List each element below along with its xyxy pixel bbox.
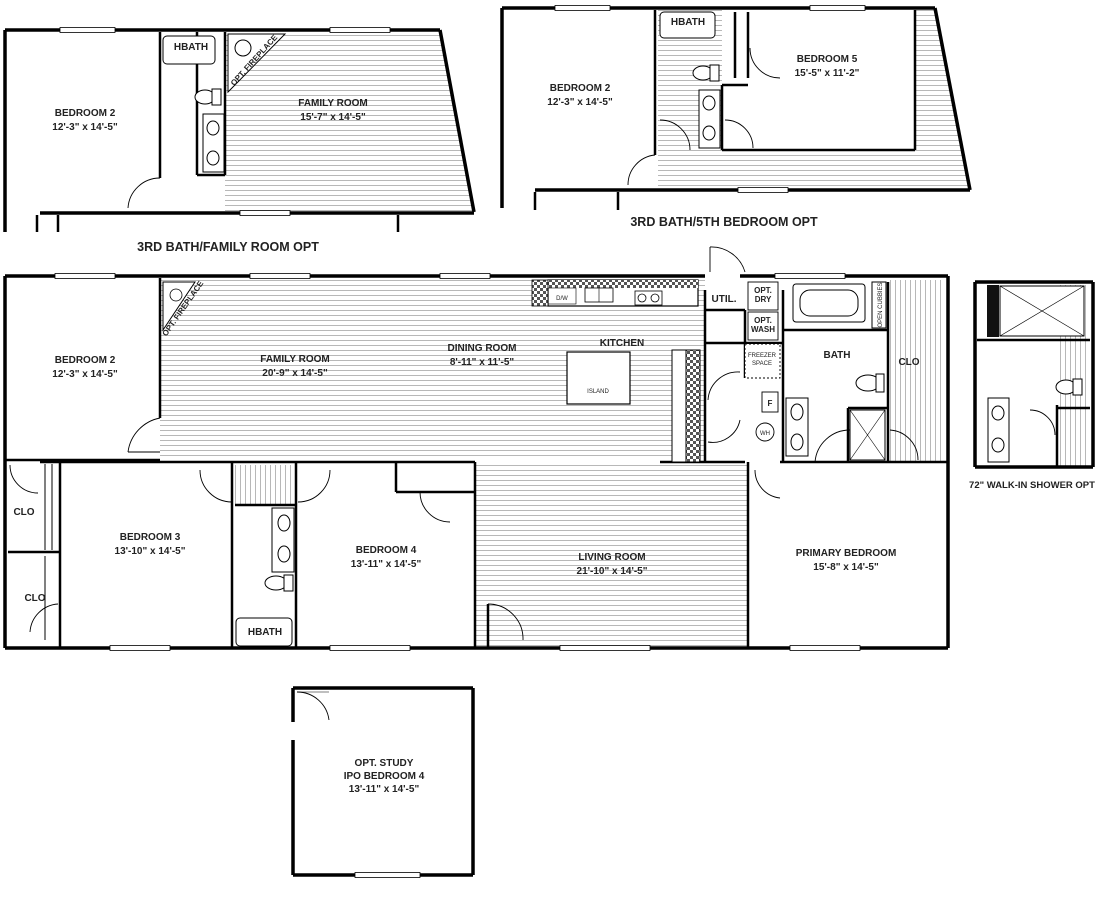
hbath-label-main: HBATH bbox=[248, 627, 282, 638]
washer-label-line2: WASH bbox=[751, 325, 775, 334]
freezer-label-line2: SPACE bbox=[752, 361, 772, 367]
living-room-floor bbox=[475, 465, 747, 647]
option-3rd-bath-5th-bedroom bbox=[500, 5, 972, 210]
furnace-box bbox=[761, 391, 779, 413]
bedroom-2-name: BEDROOM 2 bbox=[55, 355, 116, 366]
open-cubbies-label: OPEN CUBBIES bbox=[878, 282, 884, 327]
living-room-size: 21'-10" x 14'-5" bbox=[577, 566, 648, 577]
family-room-name: FAMILY ROOM bbox=[260, 354, 329, 365]
bedroom-4-size: 13'-11" x 14'-5" bbox=[351, 559, 422, 570]
bedroom-3-name: BEDROOM 3 bbox=[120, 532, 181, 543]
kitchen-island bbox=[566, 351, 631, 405]
clo-label-primary: CLO bbox=[898, 357, 919, 368]
dining-room-size: 8'-11" x 11'-5" bbox=[450, 357, 515, 368]
dishwasher-label: D/W bbox=[556, 296, 568, 302]
island-label: ISLAND bbox=[587, 389, 609, 395]
option-study bbox=[291, 686, 475, 878]
dryer-label-line2: DRY bbox=[755, 295, 772, 304]
primary-bath-label: BATH bbox=[823, 350, 850, 361]
study-size: 13'-11" x 14'-5" bbox=[349, 784, 420, 795]
primary-bedroom-size: 15'-8" x 14'-5" bbox=[813, 562, 879, 573]
clo-label-2: CLO bbox=[24, 593, 45, 604]
furnace-label: F bbox=[768, 399, 773, 408]
option-3rd-bath-family-room bbox=[3, 27, 476, 232]
study-name-line2: IPO BEDROOM 4 bbox=[344, 771, 425, 782]
opt2-caption: 3RD BATH/5TH BEDROOM OPT bbox=[630, 215, 818, 229]
opt1-bedroom-2-name: BEDROOM 2 bbox=[55, 108, 116, 119]
kitchen-name: KITCHEN bbox=[600, 338, 644, 349]
opt2-bedroom-2-name: BEDROOM 2 bbox=[550, 83, 611, 94]
bedroom-5-name: BEDROOM 5 bbox=[797, 54, 858, 65]
dryer-label-line1: OPT. bbox=[754, 286, 772, 295]
closet-floor bbox=[888, 280, 945, 462]
freezer-label-line1: FREEZER bbox=[748, 353, 777, 359]
util-label: UTIL. bbox=[712, 294, 737, 305]
shower-bench-icon bbox=[987, 285, 999, 337]
opt2-bedroom-2-size: 12'-3" x 14'-5" bbox=[547, 97, 613, 108]
hall-floor bbox=[235, 465, 295, 505]
opt1-caption: 3RD BATH/FAMILY ROOM OPT bbox=[137, 240, 319, 254]
dining-room-name: DINING ROOM bbox=[448, 343, 517, 354]
bedroom-4-name: BEDROOM 4 bbox=[356, 545, 417, 556]
opt1-family-room-size: 15'-7" x 14'-5" bbox=[300, 112, 366, 123]
study-name-line1: OPT. STUDY bbox=[355, 758, 414, 769]
opt2-hbath-label: HBATH bbox=[671, 17, 705, 28]
range-icon bbox=[637, 293, 647, 303]
opt1-hbath-label: HBATH bbox=[174, 42, 208, 53]
dryer-box bbox=[747, 281, 779, 311]
opt1-family-room-name: FAMILY ROOM bbox=[298, 98, 367, 109]
washer-box bbox=[747, 311, 779, 341]
washer-label-line1: OPT. bbox=[754, 316, 772, 325]
opt1-bedroom-2-size: 12'-3" x 14'-5" bbox=[52, 122, 118, 133]
bedroom-3-size: 13'-10" x 14'-5" bbox=[115, 546, 186, 557]
freezer-box bbox=[744, 343, 781, 379]
room-labels: BEDROOM 2 12'-3" x 14'-5" FAMILY ROOM 20… bbox=[13, 17, 1095, 795]
bedroom-5-size: 15'-5" x 11'-2" bbox=[795, 68, 860, 79]
water-heater-label: WH bbox=[760, 431, 770, 437]
kitchen-counter bbox=[531, 279, 699, 307]
main-floor-plan bbox=[3, 246, 950, 651]
fireplace-icon bbox=[162, 281, 196, 332]
option-walk-in-shower bbox=[973, 280, 1095, 469]
primary-bedroom-name: PRIMARY BEDROOM bbox=[796, 548, 897, 559]
living-room-name: LIVING ROOM bbox=[578, 552, 645, 563]
hall-tub-icon bbox=[235, 617, 293, 647]
family-room-size: 20'-9" x 14'-5" bbox=[262, 368, 328, 379]
clo-label-1: CLO bbox=[13, 507, 34, 518]
opt3-caption: 72" WALK-IN SHOWER OPT bbox=[969, 480, 1095, 491]
bedroom-2-size: 12'-3" x 14'-5" bbox=[52, 369, 118, 380]
water-heater-icon bbox=[755, 422, 775, 442]
